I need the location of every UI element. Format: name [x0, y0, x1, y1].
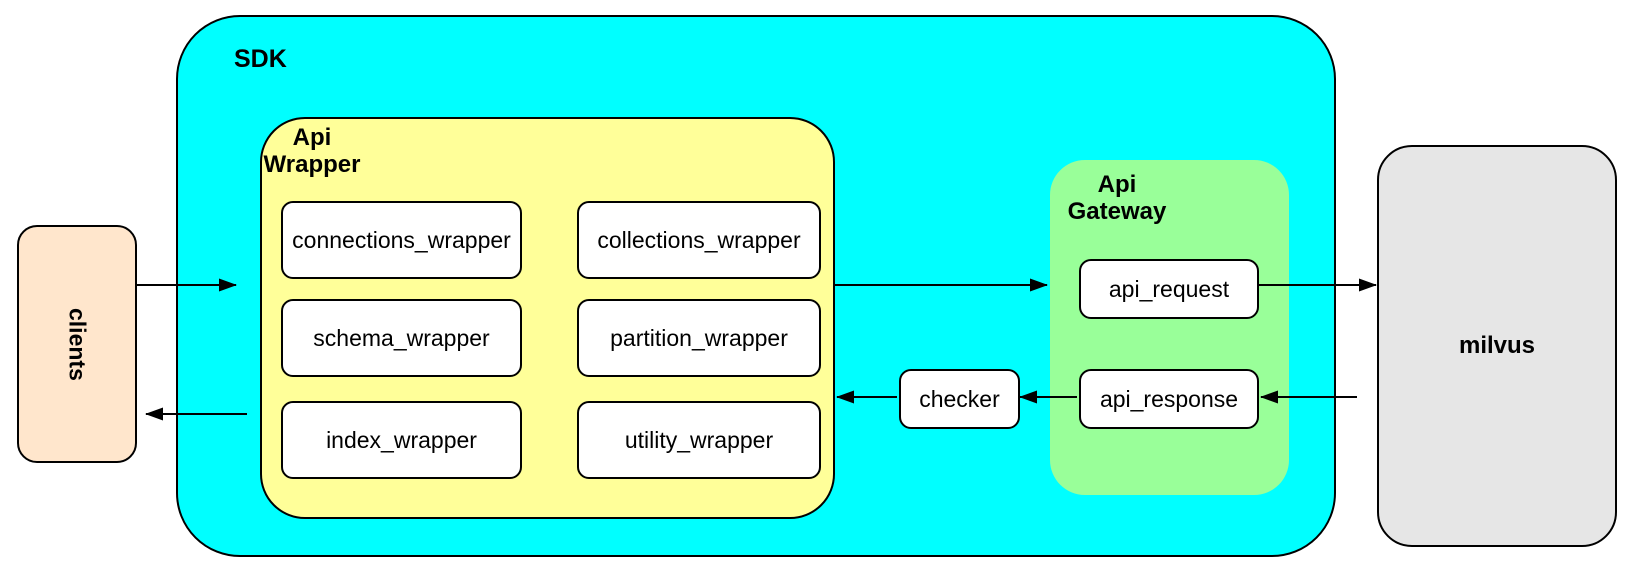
- api-wrapper-label: Api Wrapper: [263, 124, 361, 178]
- api-response-box: api_response: [1079, 369, 1259, 429]
- module-collections-wrapper: collections_wrapper: [577, 201, 821, 279]
- module-connections-wrapper: connections_wrapper: [281, 201, 522, 279]
- api-wrapper-container: Api Wrapper connections_wrapper collecti…: [260, 117, 835, 519]
- clients-label: clients: [64, 307, 91, 381]
- milvus-box: milvus: [1377, 145, 1617, 547]
- api-gateway-label: Api Gateway: [1067, 171, 1167, 225]
- milvus-label: milvus: [1458, 332, 1536, 359]
- module-partition-wrapper: partition_wrapper: [577, 299, 821, 377]
- module-index-wrapper: index_wrapper: [281, 401, 522, 479]
- clients-box: clients: [17, 225, 137, 463]
- api-gateway-container: Api Gateway api_request api_response: [1050, 160, 1289, 495]
- module-schema-wrapper: schema_wrapper: [281, 299, 522, 377]
- api-request-box: api_request: [1079, 259, 1259, 319]
- sdk-container: SDK Api Wrapper connections_wrapper coll…: [176, 15, 1336, 557]
- checker-box: checker: [899, 369, 1020, 429]
- module-utility-wrapper: utility_wrapper: [577, 401, 821, 479]
- sdk-label: SDK: [234, 45, 287, 73]
